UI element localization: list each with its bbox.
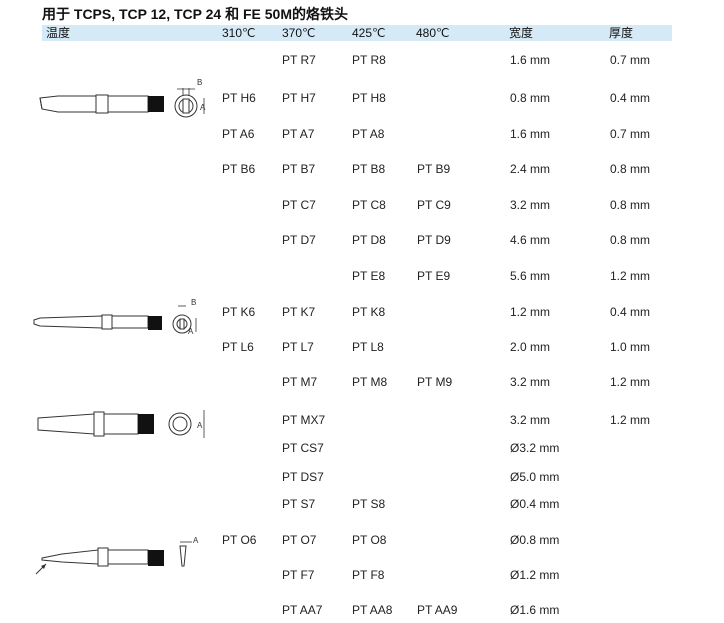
cell-thickness: 1.2 mm xyxy=(610,375,651,389)
cell-temp-425: PT B8 xyxy=(352,162,386,176)
cell-width: 0.8 mm xyxy=(510,91,551,105)
cell-width: 3.2 mm xyxy=(510,375,551,389)
table-header: 温度 310℃ 370℃ 425℃ 480℃ 宽度 厚度 xyxy=(42,25,672,41)
cell-temp-425: PT M8 xyxy=(352,375,388,389)
dim-label-a: A xyxy=(197,421,203,430)
cell-width: 1.2 mm xyxy=(510,305,551,319)
cell-temp-480: PT AA9 xyxy=(417,603,458,617)
header-temperature: 温度 xyxy=(46,26,71,40)
page-title: 用于 TCPS, TCP 12, TCP 24 和 FE 50M的烙铁头 xyxy=(42,6,348,22)
cell-temp-425: PT F8 xyxy=(352,568,385,582)
cell-temp-370: PT S7 xyxy=(282,497,316,511)
cell-thickness: 0.7 mm xyxy=(610,53,651,67)
cell-temp-310: PT L6 xyxy=(222,340,254,354)
header-370: 370℃ xyxy=(282,26,316,40)
cell-temp-425: PT E8 xyxy=(352,269,386,283)
cell-temp-480: PT B9 xyxy=(417,162,451,176)
cell-temp-425: PT R8 xyxy=(352,53,386,67)
cell-thickness: 0.8 mm xyxy=(610,198,651,212)
cell-thickness: 0.8 mm xyxy=(610,233,651,247)
cell-width: Ø5.0 mm xyxy=(510,470,560,484)
cell-temp-480: PT E9 xyxy=(417,269,451,283)
dim-label-a: A xyxy=(200,103,206,112)
bevel-tip-drawing: A xyxy=(35,536,199,575)
header-480: 480℃ xyxy=(416,26,450,40)
cell-temp-370: PT O7 xyxy=(282,533,317,547)
cell-temp-370: PT C7 xyxy=(282,198,316,212)
chisel-tip-drawing: B A xyxy=(39,78,206,118)
dim-label-b: B xyxy=(197,78,202,87)
cell-temp-425: PT K8 xyxy=(352,305,386,319)
cell-thickness: 0.4 mm xyxy=(610,91,651,105)
cell-temp-370: PT CS7 xyxy=(282,441,324,455)
cell-thickness: 0.8 mm xyxy=(610,162,651,176)
cell-temp-370: PT A7 xyxy=(282,127,315,141)
cell-thickness: 1.2 mm xyxy=(610,269,651,283)
cell-temp-480: PT D9 xyxy=(417,233,451,247)
cell-temp-370: PT MX7 xyxy=(282,413,326,427)
cell-width: Ø1.2 mm xyxy=(510,568,560,582)
cell-thickness: 0.7 mm xyxy=(610,127,651,141)
cell-width: 5.6 mm xyxy=(510,269,551,283)
cell-temp-370: PT D7 xyxy=(282,233,316,247)
cell-width: 2.4 mm xyxy=(510,162,551,176)
dim-label-a: A xyxy=(188,327,194,336)
cell-temp-425: PT A8 xyxy=(352,127,385,141)
cell-temp-370: PT L7 xyxy=(282,340,314,354)
cell-temp-370: PT F7 xyxy=(282,568,315,582)
cell-width: Ø0.4 mm xyxy=(510,497,560,511)
dim-label-b: B xyxy=(191,298,196,307)
cell-temp-310: PT K6 xyxy=(222,305,256,319)
cell-thickness: 1.0 mm xyxy=(610,340,651,354)
cell-temp-370: PT DS7 xyxy=(282,470,324,484)
cell-width: Ø1.6 mm xyxy=(510,603,560,617)
cell-temp-425: PT H8 xyxy=(352,91,386,105)
cell-temp-370: PT R7 xyxy=(282,53,316,67)
cell-temp-480: PT M9 xyxy=(417,375,453,389)
screwdriver-tip-drawing: A xyxy=(37,410,205,438)
cell-temp-425: PT L8 xyxy=(352,340,384,354)
cell-temp-370: PT AA7 xyxy=(282,603,323,617)
cell-temp-370: PT B7 xyxy=(282,162,316,176)
cell-temp-310: PT H6 xyxy=(222,91,256,105)
cell-temp-310: PT A6 xyxy=(222,127,255,141)
cell-width: 3.2 mm xyxy=(510,198,551,212)
header-width: 宽度 xyxy=(509,26,534,40)
cell-width: 1.6 mm xyxy=(510,127,551,141)
cell-temp-425: PT C8 xyxy=(352,198,386,212)
cell-temp-310: PT O6 xyxy=(222,533,257,547)
cell-width: 1.6 mm xyxy=(510,53,551,67)
cell-width: 3.2 mm xyxy=(510,413,551,427)
header-425: 425℃ xyxy=(352,26,386,40)
cell-width: Ø0.8 mm xyxy=(510,533,560,547)
cell-temp-425: PT D8 xyxy=(352,233,386,247)
cell-thickness: 0.4 mm xyxy=(610,305,651,319)
cell-temp-425: PT O8 xyxy=(352,533,387,547)
dim-label-a: A xyxy=(193,536,199,545)
cell-thickness: 1.2 mm xyxy=(610,413,651,427)
cell-temp-370: PT M7 xyxy=(282,375,318,389)
long-chisel-tip-drawing: B A xyxy=(33,298,197,336)
header-thickness: 厚度 xyxy=(609,26,634,40)
cell-width: 4.6 mm xyxy=(510,233,551,247)
cell-temp-370: PT K7 xyxy=(282,305,316,319)
cell-temp-425: PT S8 xyxy=(352,497,386,511)
cell-temp-370: PT H7 xyxy=(282,91,316,105)
cell-temp-480: PT C9 xyxy=(417,198,451,212)
cell-width: Ø3.2 mm xyxy=(510,441,560,455)
cell-width: 2.0 mm xyxy=(510,340,551,354)
cell-temp-425: PT AA8 xyxy=(352,603,393,617)
cell-temp-310: PT B6 xyxy=(222,162,256,176)
header-310: 310℃ xyxy=(222,26,256,40)
